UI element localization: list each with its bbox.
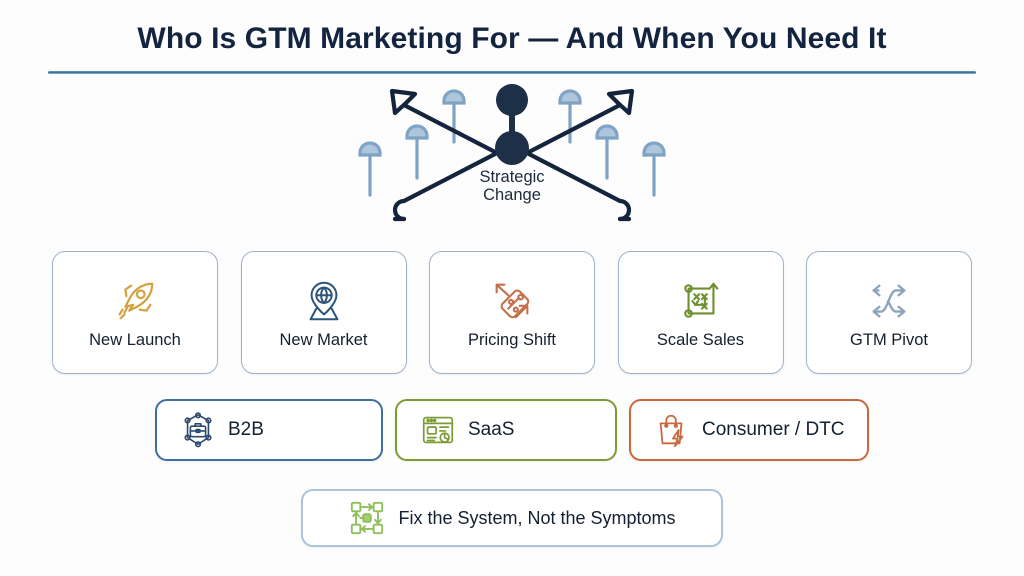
card-pricing-shift[interactable]: Pricing Shift xyxy=(429,251,595,374)
card-gtm-pivot[interactable]: GTM Pivot xyxy=(806,251,972,374)
strategic-change-hub: Strategic Change xyxy=(0,80,1024,230)
segment-pills-row: B2B SaaS xyxy=(0,399,1024,461)
globe-pin-icon xyxy=(301,275,347,327)
crossing-arrows-with-pins-icon xyxy=(358,84,666,222)
title-divider xyxy=(48,71,976,74)
page-title: Who Is GTM Marketing For — And When You … xyxy=(137,22,887,55)
price-tag-icon xyxy=(489,275,535,327)
bottom-bar-row: Fix the System, Not the Symptoms xyxy=(0,489,1024,547)
briefcase-network-icon xyxy=(179,411,217,449)
trigger-cards-row: New Launch New Market Pricing S xyxy=(52,251,972,374)
pill-label: SaaS xyxy=(468,419,515,440)
pill-label: B2B xyxy=(228,419,264,440)
pill-saas[interactable]: SaaS xyxy=(395,399,617,461)
card-label: New Launch xyxy=(89,331,181,349)
card-label: New Market xyxy=(279,331,368,349)
card-new-market[interactable]: New Market xyxy=(240,251,407,374)
pill-b2b[interactable]: B2B xyxy=(155,399,383,461)
hub-node-top xyxy=(496,84,528,116)
header: Who Is GTM Marketing For — And When You … xyxy=(0,0,1024,74)
strategy-board-icon xyxy=(678,275,724,327)
card-label: Scale Sales xyxy=(656,331,745,349)
bottom-bar-label: Fix the System, Not the Symptoms xyxy=(398,507,676,528)
fix-the-system-bar[interactable]: Fix the System, Not the Symptoms xyxy=(301,489,723,547)
card-scale-sales[interactable]: Scale Sales xyxy=(617,251,784,374)
pill-consumer-dtc[interactable]: Consumer / DTC xyxy=(629,399,869,461)
card-label: Pricing Shift xyxy=(467,331,557,349)
system-loop-icon xyxy=(348,499,386,537)
pill-label: Consumer / DTC xyxy=(702,419,845,440)
shopping-bag-bolt-icon xyxy=(653,411,691,449)
rocket-icon xyxy=(112,275,158,327)
dashboard-icon xyxy=(419,411,457,449)
shuffle-arrows-icon xyxy=(866,275,912,327)
card-label: GTM Pivot xyxy=(850,331,928,349)
card-new-launch[interactable]: New Launch xyxy=(52,251,218,374)
hub-node-center xyxy=(495,131,529,165)
